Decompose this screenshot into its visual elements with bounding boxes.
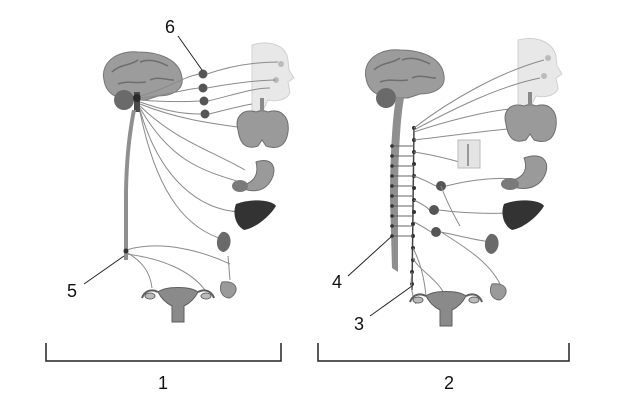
label-3: 3: [354, 314, 364, 334]
leader-line-5: [83, 255, 125, 285]
cerebellum: [376, 88, 396, 108]
bracket-2: [317, 343, 570, 362]
uterus: [157, 287, 199, 323]
head-silhouette: [517, 38, 563, 109]
label-4: 4: [332, 272, 342, 292]
bladder: [219, 281, 237, 299]
rami-communicantes: [392, 145, 414, 237]
ganglion: [200, 109, 210, 119]
leader-line-4: [347, 235, 393, 277]
spinal-cord: [390, 98, 404, 272]
panel-parasympathetic: [83, 35, 295, 323]
trachea: [528, 92, 532, 106]
lungs: [504, 103, 557, 142]
fallopian-tubes: [141, 289, 215, 299]
label-2: 2: [444, 373, 454, 393]
brain: [364, 49, 445, 99]
kidney: [216, 231, 231, 252]
cord-nodes: [390, 144, 394, 238]
ganglion: [198, 83, 208, 93]
sacral-nerve-fibers: [125, 245, 231, 291]
ganglion: [429, 205, 439, 215]
trachea: [260, 98, 264, 112]
liver: [234, 200, 276, 230]
brainstem-node: [133, 94, 141, 102]
spleen-pancreas: [501, 178, 519, 190]
stomach: [238, 160, 275, 192]
ganglion: [199, 96, 209, 106]
ear: [541, 73, 547, 79]
panel-sympathetic: [347, 38, 563, 327]
head-silhouette: [251, 42, 295, 113]
ovary: [412, 296, 424, 304]
ovary: [144, 292, 156, 300]
cerebellum: [114, 90, 134, 110]
fallopian-tubes: [409, 293, 483, 303]
sacral-node: [123, 248, 129, 254]
uterus: [425, 291, 467, 327]
eye: [278, 61, 284, 67]
lungs: [236, 109, 289, 148]
ganglion: [198, 69, 208, 79]
liver: [502, 200, 544, 230]
brain-folds: [373, 57, 437, 83]
cranial-nerve-fibers: [139, 61, 279, 241]
bladder: [489, 283, 507, 301]
kidney: [484, 233, 499, 254]
spinal-cord: [124, 110, 136, 260]
label-6: 6: [165, 17, 175, 37]
leader-line-6: [177, 35, 203, 71]
label-1: 1: [158, 373, 168, 393]
eye: [545, 55, 551, 61]
ganglion: [431, 227, 441, 237]
bracket-1: [45, 343, 282, 362]
ovary: [468, 296, 480, 304]
label-5: 5: [67, 281, 77, 301]
spleen-pancreas: [232, 180, 248, 192]
brain-folds: [111, 59, 175, 85]
leader-line-3: [369, 285, 413, 317]
ovary: [200, 292, 212, 300]
